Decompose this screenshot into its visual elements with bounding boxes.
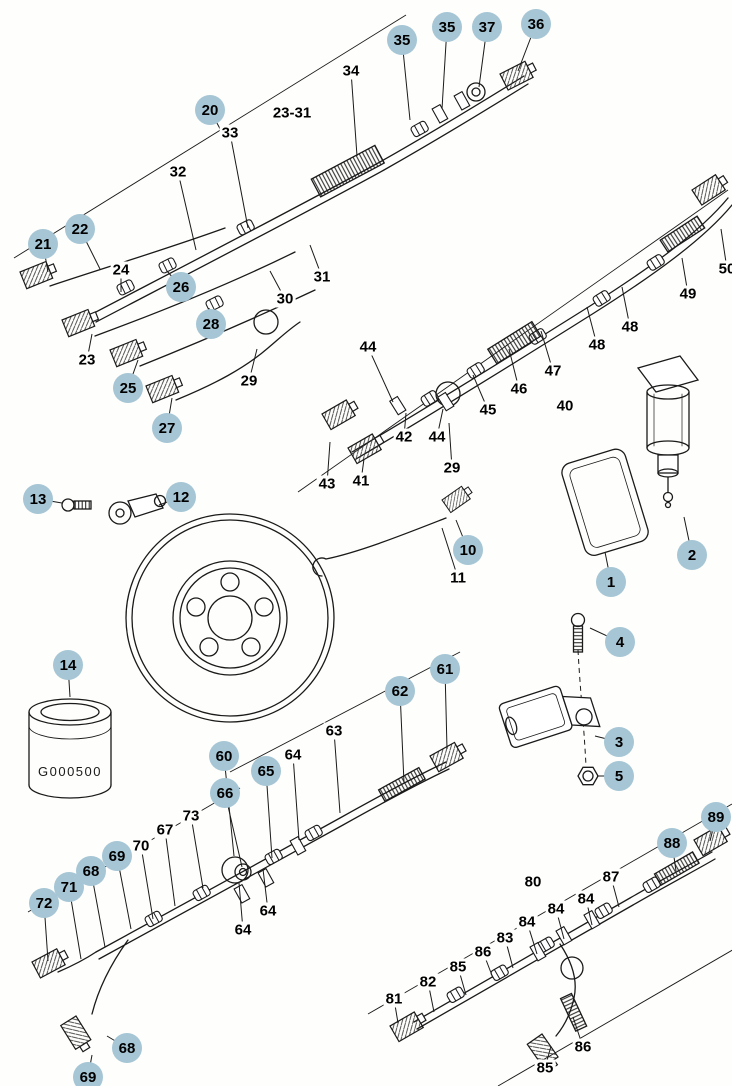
callout-36[interactable]: 36 bbox=[521, 9, 551, 39]
callout-81: 81 bbox=[383, 990, 405, 1008]
callout-23-31: 23-31 bbox=[270, 104, 314, 122]
hex-nut-drawing bbox=[577, 766, 599, 786]
callout-44: 44 bbox=[357, 338, 379, 356]
callout-46: 46 bbox=[508, 380, 530, 398]
callout-27[interactable]: 27 bbox=[152, 413, 182, 443]
callout-25[interactable]: 25 bbox=[113, 373, 143, 403]
callout-37[interactable]: 37 bbox=[472, 12, 502, 42]
callout-34: 34 bbox=[340, 62, 362, 80]
callout-23: 23 bbox=[76, 351, 98, 369]
hydraulic-unit-drawing bbox=[636, 355, 700, 509]
callout-50: 50 bbox=[716, 260, 732, 278]
callout-35[interactable]: 35 bbox=[387, 25, 417, 55]
callout-31: 31 bbox=[311, 268, 333, 286]
callout-4[interactable]: 4 bbox=[605, 627, 635, 657]
callout-86-2: 86 bbox=[572, 1038, 594, 1056]
callout-60[interactable]: 60 bbox=[209, 741, 239, 771]
callout-87: 87 bbox=[600, 868, 622, 886]
canister-label: G000500 bbox=[38, 764, 102, 779]
callout-84-3: 84 bbox=[516, 913, 538, 931]
callout-65[interactable]: 65 bbox=[251, 756, 281, 786]
callout-85: 85 bbox=[447, 958, 469, 976]
callout-64-2: 64 bbox=[257, 902, 279, 920]
grease-canister-drawing: G000500 bbox=[28, 698, 112, 799]
callout-22[interactable]: 22 bbox=[65, 214, 95, 244]
callout-64: 64 bbox=[282, 746, 304, 764]
callout-41: 41 bbox=[350, 472, 372, 490]
callout-89[interactable]: 89 bbox=[701, 802, 731, 832]
callout-40: 40 bbox=[554, 397, 576, 415]
callout-12[interactable]: 12 bbox=[166, 482, 196, 512]
callout-66[interactable]: 66 bbox=[210, 778, 240, 808]
callout-10[interactable]: 10 bbox=[453, 535, 483, 565]
callout-63: 63 bbox=[323, 722, 345, 740]
callout-83: 83 bbox=[494, 929, 516, 947]
callout-48: 48 bbox=[586, 336, 608, 354]
callout-28[interactable]: 28 bbox=[196, 309, 226, 339]
callout-33: 33 bbox=[219, 124, 241, 142]
speed-sensor-drawing bbox=[108, 493, 167, 525]
callout-84-2: 84 bbox=[545, 900, 567, 918]
callout-72[interactable]: 72 bbox=[29, 888, 59, 918]
callout-5[interactable]: 5 bbox=[604, 761, 634, 791]
control-module-drawing bbox=[561, 448, 649, 557]
callout-35-2[interactable]: 35 bbox=[432, 12, 462, 42]
callout-20[interactable]: 20 bbox=[195, 95, 225, 125]
callout-21[interactable]: 21 bbox=[28, 229, 58, 259]
callout-85-2: 85 bbox=[534, 1059, 556, 1077]
callout-86: 86 bbox=[472, 943, 494, 961]
callout-42: 42 bbox=[393, 428, 415, 446]
harness-lower-left-drawing bbox=[31, 738, 470, 1056]
callout-1[interactable]: 1 bbox=[596, 567, 626, 597]
callout-30: 30 bbox=[274, 290, 296, 308]
callout-68-2[interactable]: 68 bbox=[112, 1033, 142, 1063]
callout-2[interactable]: 2 bbox=[677, 540, 707, 570]
sensor-bracket-drawing bbox=[498, 685, 601, 748]
callout-32: 32 bbox=[167, 163, 189, 181]
brake-disc-drawing bbox=[125, 513, 335, 723]
callout-88[interactable]: 88 bbox=[657, 828, 687, 858]
callout-73: 73 bbox=[180, 807, 202, 825]
callout-13[interactable]: 13 bbox=[23, 484, 53, 514]
callout-62[interactable]: 62 bbox=[385, 676, 415, 706]
callout-67: 67 bbox=[154, 821, 176, 839]
callout-29-2: 29 bbox=[441, 459, 463, 477]
callout-45: 45 bbox=[477, 401, 499, 419]
callout-3[interactable]: 3 bbox=[604, 727, 634, 757]
harness-lower-right-drawing bbox=[389, 822, 732, 1073]
harness-upper-drawing bbox=[19, 57, 540, 404]
callout-43: 43 bbox=[316, 475, 338, 493]
callout-61[interactable]: 61 bbox=[430, 654, 460, 684]
callout-68[interactable]: 68 bbox=[76, 856, 106, 886]
callout-70: 70 bbox=[130, 837, 152, 855]
callout-71[interactable]: 71 bbox=[54, 872, 84, 902]
callout-48-2: 48 bbox=[619, 318, 641, 336]
jumper-cable-drawing bbox=[312, 482, 476, 577]
callout-69[interactable]: 69 bbox=[102, 841, 132, 871]
callout-24: 24 bbox=[110, 261, 132, 279]
callout-69-2[interactable]: 69 bbox=[73, 1062, 103, 1086]
callout-49: 49 bbox=[677, 285, 699, 303]
callout-64-3: 64 bbox=[232, 921, 254, 939]
callout-47: 47 bbox=[542, 362, 564, 380]
callout-29: 29 bbox=[238, 372, 260, 390]
sensor-bolt-drawing bbox=[61, 498, 92, 512]
harness-right-drawing bbox=[321, 170, 732, 465]
callout-80: 80 bbox=[522, 873, 544, 891]
callout-44-2: 44 bbox=[426, 428, 448, 446]
callout-84: 84 bbox=[575, 890, 597, 908]
callout-82: 82 bbox=[417, 973, 439, 991]
callout-26[interactable]: 26 bbox=[166, 272, 196, 302]
callout-14[interactable]: 14 bbox=[53, 650, 83, 680]
callout-11: 11 bbox=[448, 569, 468, 587]
